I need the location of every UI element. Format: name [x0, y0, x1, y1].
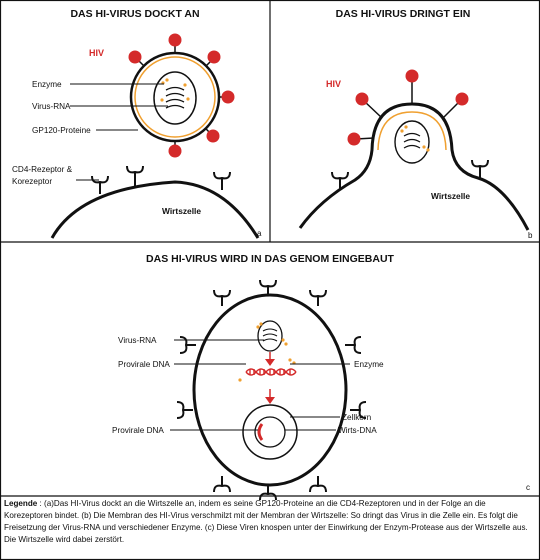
panel-a-cd4-label-2: Korezeptor: [12, 177, 52, 186]
panel-a-title: DAS HI-VIRUS DOCKT AN: [70, 8, 199, 20]
panel-c-enzymes-top: [256, 322, 288, 346]
panel-a-hiv-label: HIV: [89, 48, 104, 58]
panel-c-enzyme-label: Enzyme: [354, 360, 384, 369]
panel-a-cd4-label-1: CD4-Rezeptor &: [12, 165, 73, 174]
panel-b-spikes: [355, 80, 461, 140]
panel-c-capsid: [257, 320, 283, 352]
panel-c-proviral-dna-label-2: Provirale DNA: [112, 426, 164, 435]
panel-b-rna: [403, 132, 421, 149]
panel-c-rna-label: Virus-RNA: [118, 336, 157, 345]
panel-b: DAS HI-VIRUS DRINGT EIN HIV: [298, 8, 533, 240]
panel-b-receptors: [331, 159, 489, 190]
panel-a-virus: [128, 33, 235, 158]
panel-a-enzymes: [160, 78, 190, 102]
panel-a-virus-lipid-layer: [134, 56, 216, 138]
panel-a-pointers: [70, 83, 168, 181]
legend-heading: Legende: [4, 499, 38, 508]
panel-b-capsid: [394, 120, 430, 164]
panel-c-arrow-2: [265, 389, 275, 404]
panel-c-receptors: [176, 279, 367, 501]
panel-c: DAS HI-VIRUS WIRD IN DAS GENOM EINGEBAUT: [112, 253, 530, 501]
legend-text: : (a)Das HI-Virus dockt an die Wirtszell…: [4, 499, 528, 544]
panel-c-proviral-dna-helix: [245, 368, 297, 376]
panel-c-nucleus-label: Zellkern: [342, 413, 372, 422]
panel-c-arrow-1: [265, 352, 275, 366]
panel-c-rna: [262, 328, 278, 342]
panel-b-host-label: Wirtszelle: [431, 191, 470, 201]
panel-c-integrated-proviral-dna: [257, 423, 264, 441]
panel-b-lipid-layer: [377, 111, 447, 151]
legend: Legende : (a)Das HI-Virus dockt an die W…: [4, 498, 536, 556]
panel-c-title: DAS HI-VIRUS WIRD IN DAS GENOM EINGEBAUT: [146, 253, 395, 265]
panel-c-proviral-dna-label-1: Provirale DNA: [118, 360, 170, 369]
panel-b-enzymes: [400, 125, 430, 152]
panel-a-virus-rna: [165, 86, 185, 109]
panel-b-title: DAS HI-VIRUS DRINGT EIN: [336, 8, 471, 20]
panel-a: DAS HI-VIRUS DOCKT AN HIV: [12, 8, 262, 239]
panel-a-spike-heads: [128, 33, 235, 158]
panel-b-hiv-label: HIV: [326, 79, 341, 89]
panel-b-spike-heads: [347, 69, 469, 146]
panel-a-capsid: [153, 71, 197, 125]
panel-a-host-label: Wirtszelle: [162, 206, 201, 216]
panel-a-rna-label: Virus-RNA: [32, 102, 71, 111]
panel-c-letter: c: [526, 483, 530, 492]
panel-a-enzyme-label: Enzyme: [32, 80, 62, 89]
panel-a-host-membrane: [50, 180, 260, 239]
panel-a-letter: a: [257, 229, 262, 238]
panel-a-gp120-label: GP120-Proteine: [32, 126, 91, 135]
panel-c-host-dna-label: Wirts-DNA: [338, 426, 377, 435]
panel-c-pointers: [170, 339, 350, 431]
panel-b-letter: b: [528, 231, 533, 240]
